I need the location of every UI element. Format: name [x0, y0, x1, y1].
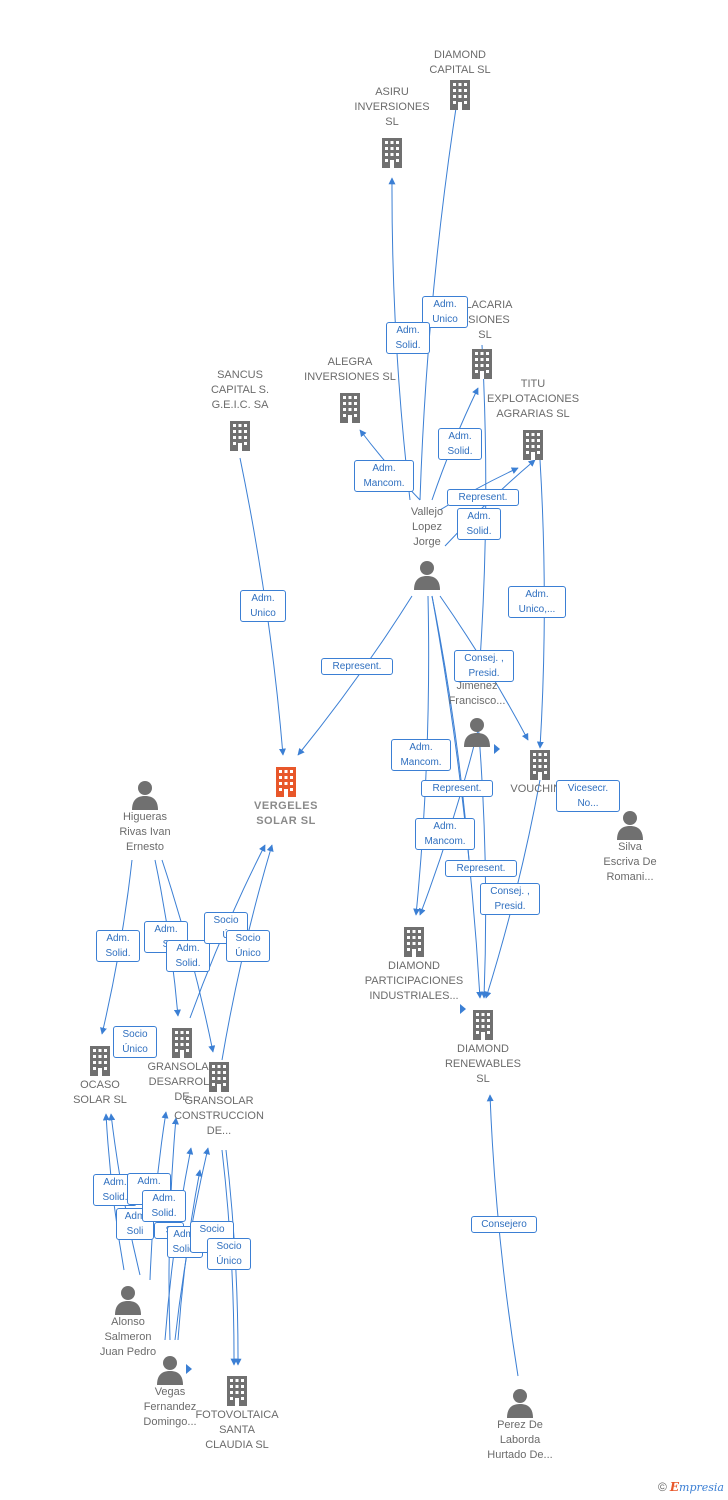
node-label: ASIRU INVERSIONES SL [354, 86, 430, 128]
building-icon [340, 393, 360, 423]
node-label: DIAMOND PARTICIPACIONES INDUSTRIALES... [364, 960, 464, 1002]
building-icon [276, 767, 296, 797]
building-icon [90, 1046, 110, 1076]
node-label: Silva Escriva De Romani... [603, 841, 657, 883]
node-sancus[interactable]: SANCUS CAPITAL S. G.E.I.C. SA [195, 368, 285, 453]
node-diamond-renewables[interactable]: DIAMOND RENEWABLES SL [433, 1008, 533, 1087]
building-icon [172, 1028, 192, 1058]
node-diamond-capital[interactable]: DIAMOND CAPITAL SL [410, 48, 510, 112]
relation-badge[interactable]: Adm Soli [116, 1208, 154, 1240]
person-icon [414, 561, 440, 590]
building-icon [404, 927, 424, 957]
relation-badge[interactable]: Adm. Unico [240, 590, 286, 622]
relation-badge[interactable]: Adm. Solid. [386, 322, 430, 354]
node-fotovoltaica[interactable]: FOTOVOLTAICA SANTA CLAUDIA SL [186, 1374, 288, 1453]
person-icon [115, 1286, 141, 1315]
person-icon [132, 781, 158, 810]
node-label: GRANSOLAR CONSTRUCCION DE... [174, 1095, 264, 1137]
relation-badge[interactable]: Adm. Solid. [457, 508, 501, 540]
relation-badge[interactable]: Consejero [471, 1216, 537, 1233]
node-silva[interactable]: Silva Escriva De Romani... [585, 810, 675, 885]
building-icon [382, 138, 402, 168]
node-asiru[interactable]: ASIRU INVERSIONES SL [342, 85, 442, 170]
node-label: Vallejo Lopez Jorge [410, 506, 444, 548]
relation-badge[interactable]: Adm. Mancom. [391, 739, 451, 771]
node-label: Vegas Fernandez Domingo... [143, 1386, 197, 1428]
building-icon [230, 421, 250, 451]
relation-badge[interactable]: Adm. Mancom. [354, 460, 414, 492]
building-icon [523, 430, 543, 460]
building-icon [473, 1010, 493, 1040]
building-icon [472, 349, 492, 379]
person-icon [507, 1389, 533, 1418]
person-icon [617, 811, 643, 840]
node-vallejo[interactable]: Vallejo Lopez Jorge [395, 505, 459, 590]
expand-arrow-icon [186, 1364, 192, 1374]
relation-badge[interactable]: Socio Único [207, 1238, 251, 1270]
relation-badge[interactable]: Represent. [321, 658, 393, 675]
node-vegas[interactable]: Vegas Fernandez Domingo... [128, 1355, 212, 1430]
relation-badge[interactable]: Represent. [445, 860, 517, 877]
relation-edge [477, 721, 488, 999]
node-label: DIAMOND CAPITAL SL [429, 49, 491, 76]
person-icon [157, 1356, 183, 1385]
node-label: VOUCHING [510, 783, 570, 795]
relation-badge[interactable]: Consej. , Presid. [454, 650, 514, 682]
relation-badge[interactable]: Adm. Solid. [166, 940, 210, 972]
expand-arrow-icon [494, 744, 500, 754]
relation-badge[interactable]: Vicesecr. No... [556, 780, 620, 812]
node-alonso[interactable]: Alonso Salmeron Juan Pedro [86, 1285, 170, 1360]
node-label: ULACARIA RSIONES SL [457, 299, 513, 341]
node-label: VERGELES SOLAR SL [254, 800, 318, 827]
building-icon [450, 80, 470, 110]
node-label: Perez De Laborda Hurtado De... [487, 1419, 553, 1461]
node-ocaso-solar[interactable]: OCASO SOLAR SL [58, 1044, 142, 1108]
node-gransolar-desarrollo[interactable]: GRANSOLAR DESARROLL DE [138, 1026, 226, 1105]
relation-edge [486, 1094, 519, 1377]
node-diamond-participaciones[interactable]: DIAMOND PARTICIPACIONES INDUSTRIALES... [358, 925, 470, 1004]
node-titu[interactable]: TITU EXPLOTACIONES AGRARIAS SL [478, 377, 588, 462]
building-icon [227, 1376, 247, 1406]
node-label: E Jimenez Francisco... [448, 665, 506, 707]
copyright-symbol: © [658, 1480, 667, 1494]
relation-badge[interactable]: Represent. [447, 489, 519, 506]
relation-badge[interactable]: Consej. , Presid. [480, 883, 540, 915]
node-perez[interactable]: Perez De Laborda Hurtado De... [474, 1388, 566, 1463]
relation-badge[interactable]: Adm. Solid. [142, 1190, 186, 1222]
building-icon [530, 750, 550, 780]
node-label: Higueras Rivas Ivan Ernesto [119, 811, 171, 853]
relation-badge[interactable]: Socio Ú [204, 912, 248, 944]
node-label: GRANSOLAR DESARROLL DE [147, 1061, 217, 1103]
relation-badge[interactable]: Socio Único [113, 1026, 157, 1058]
node-label: ALEGRA INVERSIONES SL [304, 356, 396, 383]
node-higueras[interactable]: Higueras Rivas Ivan Ernesto [100, 780, 190, 855]
node-label: TITU EXPLOTACIONES AGRARIAS SL [486, 378, 580, 420]
expand-arrow-icon [460, 1004, 466, 1014]
relation-badge[interactable]: Socio Único [226, 930, 270, 962]
relation-badge[interactable]: Adm. Unico,... [508, 586, 566, 618]
node-alegra[interactable]: ALEGRA INVERSIONES SL [295, 355, 405, 425]
relation-badge[interactable]: Adm. Solid. [438, 428, 482, 460]
relation-edge [297, 595, 413, 756]
brand-logo-e: E [669, 1480, 680, 1494]
relation-badge[interactable]: Adm. Mancom. [415, 818, 475, 850]
node-ulacaria[interactable]: ULACARIA RSIONES SL [440, 298, 530, 381]
node-label: SANCUS CAPITAL S. G.E.I.C. SA [210, 369, 270, 411]
brand-logo-text: mpresia [679, 1481, 724, 1494]
node-gransolar-construccion[interactable]: GRANSOLAR CONSTRUCCION DE... [168, 1060, 270, 1139]
building-icon [209, 1062, 229, 1092]
node-label: Alonso Salmeron Juan Pedro [99, 1316, 157, 1358]
relation-badge[interactable]: Represent. [421, 780, 493, 797]
person-icon [464, 718, 490, 747]
node-label: FOTOVOLTAICA SANTA CLAUDIA SL [195, 1409, 279, 1451]
node-jimenez[interactable]: E Jimenez Francisco... [432, 664, 522, 747]
footer-brand[interactable]: ©Empresia [658, 1480, 724, 1494]
relation-badge[interactable]: Adm. Solid. [96, 930, 140, 962]
node-vouching[interactable]: VOUCHING [490, 748, 590, 797]
node-vergeles-solar[interactable]: VERGELES SOLAR SL [240, 765, 332, 829]
node-label: DIAMOND RENEWABLES SL [444, 1043, 521, 1085]
node-label: OCASO SOLAR SL [73, 1079, 127, 1106]
